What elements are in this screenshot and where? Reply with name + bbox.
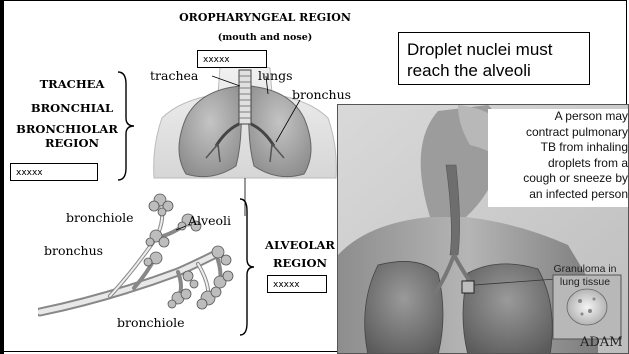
oropharyngeal-answer-box: xxxxx	[197, 50, 267, 68]
label-bronchiole-bottom: bronchiole	[117, 315, 185, 330]
label-region-group: REGION	[22, 136, 122, 150]
label-bronchial-group: BRONCHIAL	[22, 101, 122, 115]
left-brace-icon	[116, 70, 136, 182]
tb-transmission-note: A person may contract pulmonary TB from …	[488, 109, 628, 207]
label-bronchiole-top: bronchiole	[66, 210, 134, 225]
oropharyngeal-region-title: OROPHARYNGEAL REGION	[150, 11, 380, 24]
label-lungs: lungs	[258, 68, 293, 83]
label-alveolar-region: REGION	[258, 256, 342, 270]
label-bronchiolar-group: BRONCHIOLAR	[12, 122, 122, 136]
label-trachea-group: TRACHEA	[22, 77, 122, 91]
granuloma-label: Granuloma in lung tissue	[546, 263, 624, 289]
adam-credit: ADAM	[580, 335, 623, 350]
oropharyngeal-region-subtitle: (mouth and nose)	[150, 32, 380, 43]
alveolar-answer-box: xxxxx	[267, 275, 327, 293]
conducting-answer-box: xxxxx	[10, 163, 98, 181]
label-trachea: trachea	[150, 68, 198, 83]
droplet-nuclei-callout: Droplet nuclei must reach the alveoli	[398, 32, 590, 85]
right-brace-icon	[238, 197, 256, 337]
label-bronchus-lower: bronchus	[44, 243, 103, 258]
label-bronchus-upper: bronchus	[292, 87, 351, 102]
label-alveoli: Alveoli	[188, 213, 231, 228]
slide-left-border	[0, 0, 4, 354]
label-alveolar: ALVEOLAR	[258, 238, 342, 252]
